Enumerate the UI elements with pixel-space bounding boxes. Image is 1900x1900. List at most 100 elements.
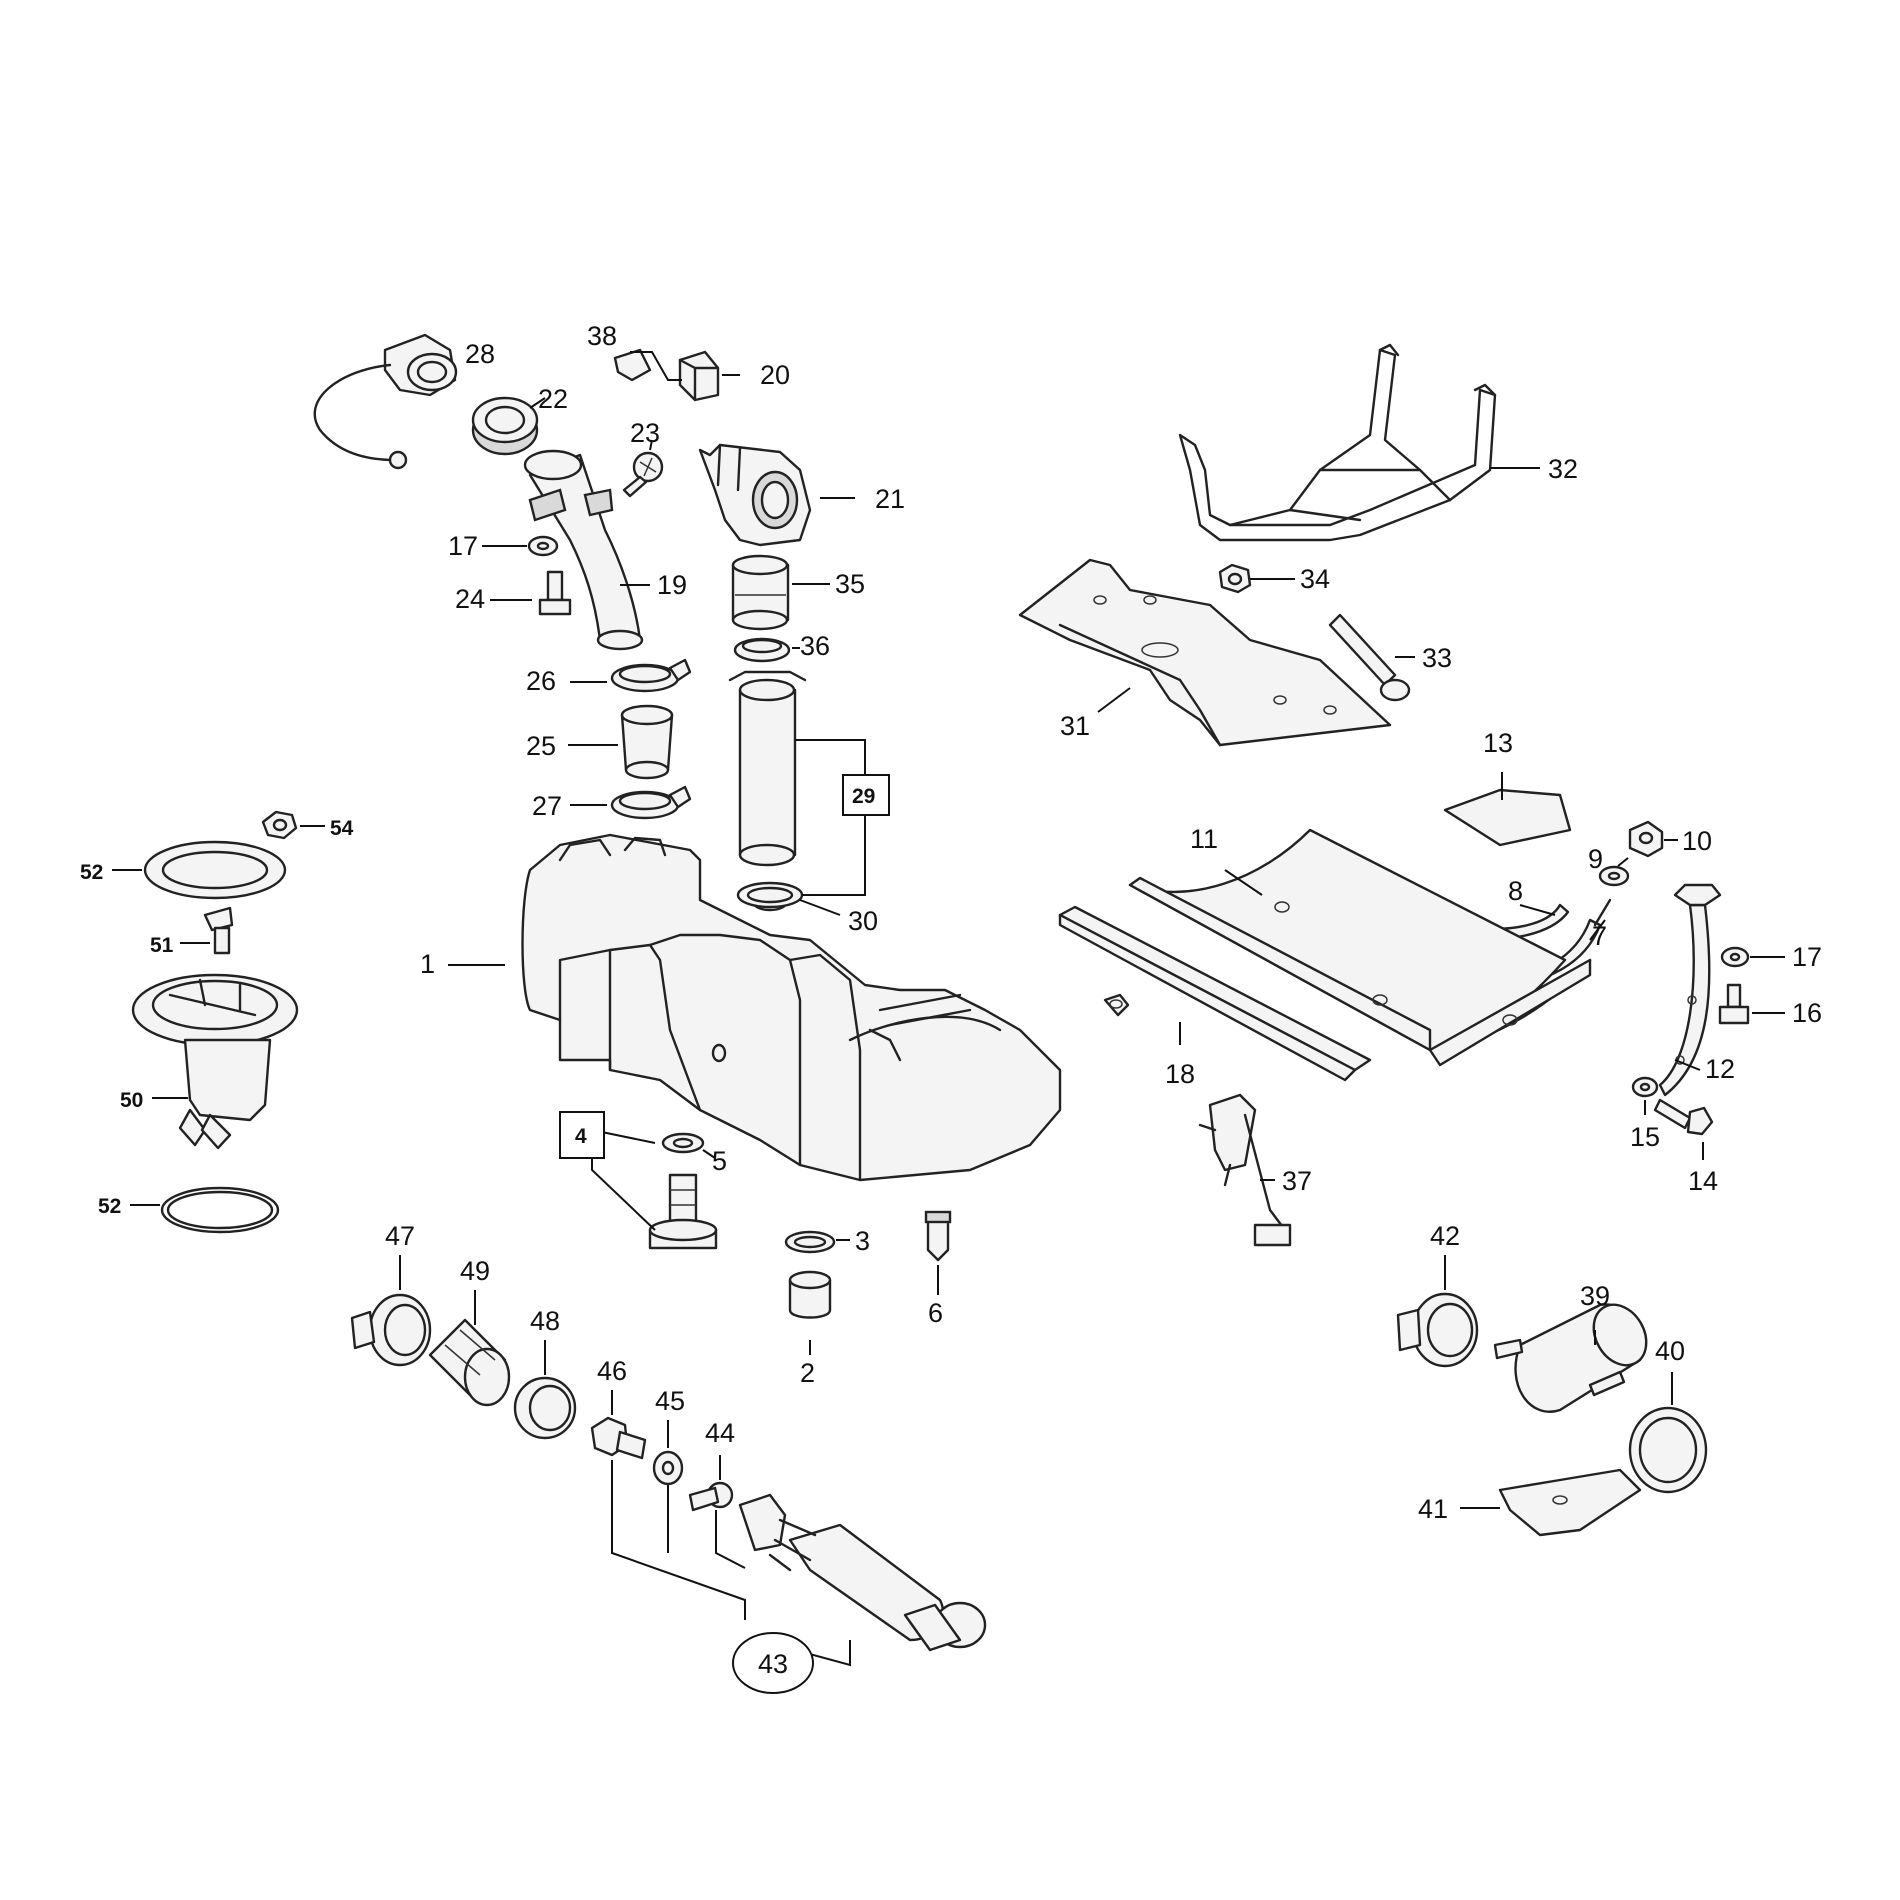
seal-ring-part-52-top — [143, 840, 287, 900]
callout-47: 47 — [385, 1221, 415, 1251]
pump-module-part-50 — [131, 973, 299, 1150]
callout-box-29 — [842, 774, 890, 816]
callout-1: 1 — [420, 949, 435, 979]
callout-29: 29 — [852, 785, 875, 808]
callout-circle-43 — [732, 1632, 814, 1694]
drain-plug-part-4 — [648, 1173, 718, 1250]
callout-17-left: 17 — [448, 531, 478, 561]
frame-bracket-part-32 — [1178, 343, 1497, 542]
callout-21: 21 — [875, 484, 905, 514]
callout-52-bottom: 52 — [98, 1195, 121, 1218]
bolt-part-24 — [538, 570, 572, 616]
callout-39: 39 — [1580, 1281, 1610, 1311]
clamp-part-26 — [610, 658, 692, 693]
callout-14: 14 — [1688, 1166, 1718, 1196]
bolt-part-33 — [1328, 613, 1411, 702]
heat-shield-part-11 — [1128, 828, 1592, 1067]
callout-16: 16 — [1792, 998, 1822, 1028]
callout-11: 11 — [1190, 824, 1218, 854]
washer-part-5 — [661, 1132, 705, 1154]
seal-ring-part-30 — [736, 881, 804, 909]
level-sender-part-29 — [728, 670, 807, 867]
callout-box-4 — [559, 1111, 605, 1159]
clamp-part-27 — [610, 785, 692, 820]
fuel-pump-part-43 — [738, 1493, 987, 1652]
valve-part-6 — [924, 1210, 952, 1262]
callout-7: 7 — [1592, 921, 1607, 951]
callout-2: 2 — [800, 1358, 815, 1388]
callout-17-right: 17 — [1792, 942, 1822, 972]
clip-part-38 — [613, 348, 652, 382]
banjo-part-44 — [688, 1481, 734, 1512]
callout-24: 24 — [455, 584, 485, 614]
ring-part-40 — [1628, 1406, 1708, 1494]
callout-23: 23 — [630, 418, 660, 448]
callout-30: 30 — [848, 906, 878, 936]
callout-32: 32 — [1548, 454, 1578, 484]
callout-33: 33 — [1422, 643, 1452, 673]
washer-part-17-right — [1720, 946, 1750, 968]
callout-48: 48 — [530, 1306, 560, 1336]
label-sheet-part-13 — [1443, 788, 1572, 847]
hose-part-25 — [620, 704, 674, 780]
callout-26: 26 — [526, 666, 556, 696]
filter-part-35 — [731, 554, 790, 631]
callout-40: 40 — [1655, 1336, 1685, 1366]
callout-46: 46 — [597, 1356, 627, 1386]
callout-38: 38 — [587, 321, 617, 351]
nut-part-10 — [1628, 820, 1664, 858]
callout-34: 34 — [1300, 564, 1330, 594]
callout-51: 51 — [150, 934, 174, 957]
bolt-part-14 — [1653, 1098, 1714, 1136]
washer-part-9 — [1598, 865, 1630, 887]
callout-31: 31 — [1060, 711, 1090, 741]
callout-50: 50 — [120, 1089, 143, 1112]
callout-45: 45 — [655, 1386, 685, 1416]
callout-3: 3 — [855, 1226, 870, 1256]
callout-6: 6 — [928, 1298, 943, 1328]
callout-20: 20 — [760, 360, 790, 390]
fuel-filter-part-39 — [1493, 1303, 1648, 1413]
callout-27: 27 — [532, 791, 562, 821]
callout-44: 44 — [705, 1418, 735, 1448]
fuel-cap-part-28 — [313, 333, 458, 470]
banjo-bolt-part-46 — [590, 1416, 647, 1460]
callout-8: 8 — [1508, 876, 1523, 906]
callout-4: 4 — [575, 1125, 587, 1148]
strap-part-12 — [1658, 883, 1722, 1097]
nut-part-34 — [1218, 563, 1252, 594]
callout-52-top: 52 — [80, 861, 103, 884]
callout-19: 19 — [657, 570, 687, 600]
fitting-sleeve-part-2 — [788, 1270, 832, 1319]
clip-ring-part-36 — [733, 637, 791, 663]
leader-lines — [112, 351, 1785, 1667]
bolt-part-16 — [1718, 983, 1750, 1025]
rubber-mount-part-49 — [428, 1318, 511, 1407]
washer-part-15 — [1631, 1076, 1659, 1098]
callout-37: 37 — [1282, 1166, 1312, 1196]
filler-neck-part-19 — [523, 449, 644, 651]
protection-strip-part-18 — [1058, 905, 1372, 1082]
connector-part-20 — [678, 350, 720, 402]
o-ring-part-52-bottom — [160, 1186, 280, 1234]
callout-43: 43 — [758, 1649, 788, 1679]
nut-part-54 — [261, 810, 298, 840]
callout-35: 35 — [835, 569, 865, 599]
grommet-part-22 — [471, 396, 539, 456]
clamp-part-47 — [350, 1293, 432, 1367]
callout-54: 54 — [330, 817, 354, 840]
bracket-part-41 — [1498, 1468, 1642, 1537]
callout-5: 5 — [712, 1146, 727, 1176]
washer-part-45 — [652, 1450, 684, 1486]
mounting-plate-part-31 — [1018, 558, 1392, 747]
callout-42: 42 — [1430, 1221, 1460, 1251]
clamp-part-42 — [1396, 1292, 1479, 1368]
ring-part-48 — [513, 1376, 577, 1440]
filler-housing-part-21 — [698, 443, 812, 547]
callout-36: 36 — [800, 631, 830, 661]
callout-18: 18 — [1165, 1059, 1195, 1089]
callout-22: 22 — [538, 384, 568, 414]
sensor-part-51 — [203, 906, 234, 955]
callout-15: 15 — [1630, 1122, 1660, 1152]
